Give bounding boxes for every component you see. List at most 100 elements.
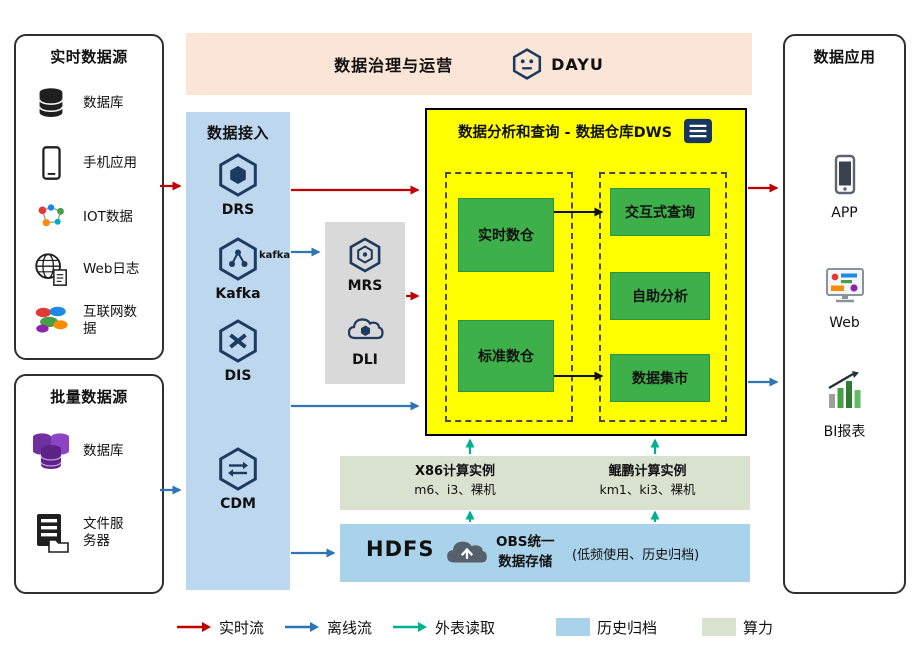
source-item: Web日志 xyxy=(28,246,139,292)
dli-cloud-icon xyxy=(346,310,384,348)
source-item: IOT数据 xyxy=(28,194,133,240)
database-purple-icon xyxy=(28,428,74,474)
legend-compute-power: 算力 xyxy=(702,615,773,639)
file-server-icon xyxy=(28,510,74,556)
dayu-hexagon-icon xyxy=(511,48,543,80)
source-item: 互联网数据 xyxy=(28,298,143,344)
kafka-wordmark: kafka xyxy=(259,250,291,261)
ingestion-item: DIS xyxy=(186,318,290,384)
app-item: Web xyxy=(785,262,904,331)
kunpeng-compute-block: 鲲鹏计算实例 km1、ki3、裸机 xyxy=(555,463,740,499)
legend-external-read: 外表读取 xyxy=(392,615,495,639)
legend-label: 外表读取 xyxy=(435,618,496,637)
data-mart-box: 数据集市 xyxy=(610,354,710,402)
greenbox-label: 实时数仓 xyxy=(478,228,534,244)
storage-note: (低频使用、历史归档) xyxy=(572,548,700,563)
greenbox-label: 交互式查询 xyxy=(625,205,695,221)
bi-report-icon xyxy=(822,368,868,414)
warehouse-group xyxy=(445,172,573,422)
source-item: 数据库 xyxy=(28,80,124,126)
dws-title: 数据分析和查询 - 数据仓库DWS xyxy=(457,124,673,141)
self-service-analysis-box: 自助分析 xyxy=(610,272,710,320)
hdfs-label: HDFS xyxy=(366,537,435,561)
mrs-hexagon-icon xyxy=(346,236,384,274)
source-item-label: 数据库 xyxy=(83,442,124,459)
ingestion-item-label: CDM xyxy=(220,496,256,512)
app-item-label: BI报表 xyxy=(823,424,866,440)
greenbox-label: 自助分析 xyxy=(632,289,688,305)
legend-realtime-flow: 实时流 xyxy=(176,615,264,639)
kunpeng-compute-subtitle: km1、ki3、裸机 xyxy=(599,482,696,498)
interactive-query-box: 交互式查询 xyxy=(610,188,710,236)
mobile-app-icon xyxy=(28,140,74,186)
source-item-label: 互联网数据 xyxy=(83,304,137,337)
realtime-sources-panel: 实时数据源 数据库 手机应用 xyxy=(14,34,164,360)
legend-history-archive: 历史归档 xyxy=(556,615,657,639)
legend-label: 离线流 xyxy=(327,618,373,637)
obs-line1: OBS统一 xyxy=(496,534,555,550)
mrs-dli-box: MRS DLI xyxy=(325,222,405,384)
legend-label: 算力 xyxy=(743,618,774,637)
database-icon xyxy=(28,80,74,126)
dws-document-icon xyxy=(682,117,714,145)
governance-product: DAYU xyxy=(551,54,604,74)
blue-arrow-icon xyxy=(285,622,319,632)
compute-swatch-icon xyxy=(702,618,736,636)
dis-hexagon-icon xyxy=(215,318,261,364)
realtime-sources-title: 实时数据源 xyxy=(50,48,128,66)
internet-data-icon xyxy=(28,298,74,344)
source-item: 数据库 xyxy=(28,428,124,474)
greenbox-label: 数据集市 xyxy=(632,371,688,387)
middle-item: MRS xyxy=(325,236,405,294)
source-item-label: 数据库 xyxy=(83,94,124,111)
middle-item-label: MRS xyxy=(347,278,383,294)
ingestion-item-label: DRS xyxy=(221,202,255,218)
obs-line2: 数据存储 xyxy=(498,553,553,570)
source-item-label: Web日志 xyxy=(83,260,140,277)
middle-item: DLI xyxy=(325,310,405,368)
drs-hexagon-icon xyxy=(215,152,261,198)
app-item-label: APP xyxy=(831,205,858,221)
red-arrow-icon xyxy=(177,622,211,632)
service-group xyxy=(599,172,727,422)
x86-compute-subtitle: m6、i3、裸机 xyxy=(414,482,496,498)
dws-panel: 数据分析和查询 - 数据仓库DWS 实时数仓 标准数仓 交互式查询 自助分析 xyxy=(425,108,747,436)
kunpeng-compute-title: 鲲鹏计算实例 xyxy=(608,464,687,479)
app-phone-icon xyxy=(822,152,868,198)
x86-compute-block: X86计算实例 m6、i3、裸机 xyxy=(355,463,555,499)
legend-offline-flow: 离线流 xyxy=(284,615,372,639)
ingestion-item: DRS xyxy=(186,152,290,218)
middle-item-label: DLI xyxy=(352,352,378,368)
x86-compute-title: X86计算实例 xyxy=(414,464,496,479)
realtime-warehouse-box: 实时数仓 xyxy=(458,198,554,272)
governance-title: 数据治理与运营 xyxy=(334,56,454,75)
ingestion-item-label: Kafka xyxy=(215,286,261,302)
cdm-hexagon-icon xyxy=(215,446,261,492)
standard-warehouse-box: 标准数仓 xyxy=(458,320,554,392)
source-item: 文件服务器 xyxy=(28,510,131,556)
app-item-label: Web xyxy=(829,315,860,331)
source-item-label: IOT数据 xyxy=(83,208,133,225)
app-item: BI报表 xyxy=(785,368,904,441)
iot-icon xyxy=(28,194,74,240)
applications-title: 数据应用 xyxy=(813,48,876,66)
batch-sources-panel: 批量数据源 数据库 xyxy=(14,374,164,594)
web-monitor-icon xyxy=(822,262,868,308)
ingestion-item-label: DIS xyxy=(224,368,252,384)
ingestion-item: CDM xyxy=(186,446,290,512)
app-item: APP xyxy=(785,152,904,221)
web-log-icon xyxy=(28,246,74,292)
teal-arrow-icon xyxy=(393,622,427,632)
ingestion-title: 数据接入 xyxy=(206,124,269,142)
source-item-label: 文件服务器 xyxy=(83,516,124,549)
batch-sources-title: 批量数据源 xyxy=(50,388,128,406)
obs-label: OBS统一 数据存储 xyxy=(496,533,555,572)
governance-bar: 数据治理与运营 DAYU xyxy=(186,33,752,95)
history-swatch-icon xyxy=(556,618,590,636)
legend-label: 实时流 xyxy=(219,618,265,637)
legend-label: 历史归档 xyxy=(597,618,658,637)
obs-cloud-icon xyxy=(444,534,490,568)
compute-bar: X86计算实例 m6、i3、裸机 鲲鹏计算实例 km1、ki3、裸机 xyxy=(340,456,750,510)
source-item-label: 手机应用 xyxy=(83,154,137,171)
